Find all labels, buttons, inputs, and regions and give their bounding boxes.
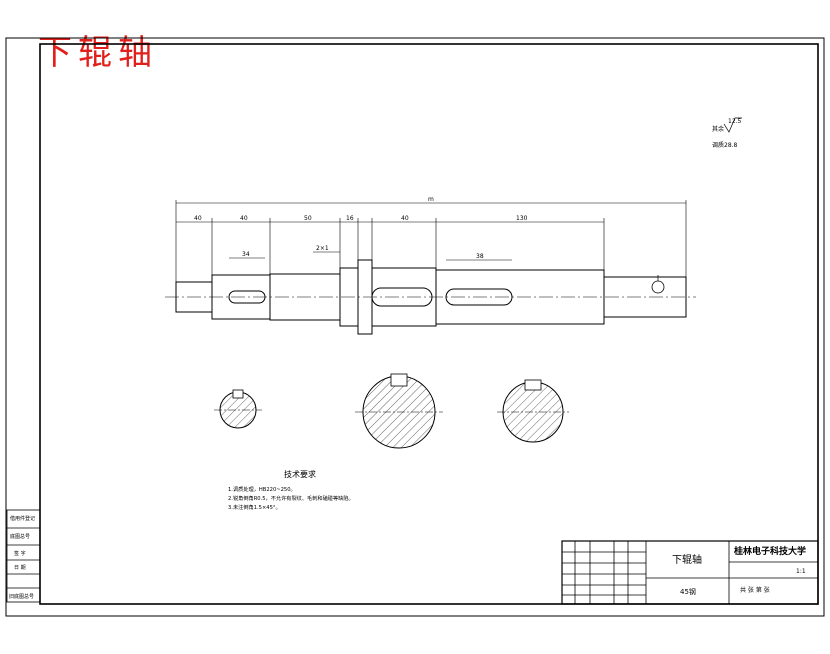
side-block-text: 旧底图总号 xyxy=(9,593,34,600)
tech-req-item: 2.锐角倒角R0.5，不允许有裂纹、毛刺和磕碰等缺陷。 xyxy=(228,494,354,502)
side-block-text: 日 期 xyxy=(14,565,26,571)
side-block-text: 借用件登记 xyxy=(10,515,35,522)
dim-label: 50 xyxy=(304,215,312,222)
section-view-a xyxy=(214,389,262,429)
heat-treatment-note: 调质28.8 xyxy=(712,141,738,149)
side-block-text: 底图总号 xyxy=(10,533,30,540)
section-view-b xyxy=(355,373,443,449)
side-block xyxy=(6,509,41,603)
drawing-title-overlay: 下辊轴 xyxy=(38,33,158,73)
material: 45钢 xyxy=(680,587,696,596)
tech-req-item: 3.未注倒角1.5×45°。 xyxy=(228,503,281,511)
school-name: 桂林电子科技大学 xyxy=(733,545,806,557)
inner-frame xyxy=(39,43,819,605)
roughness-value: 12.5 xyxy=(728,118,742,125)
dim-label: 130 xyxy=(516,215,528,222)
side-block-text: 签 字 xyxy=(14,550,26,557)
dim-label: 16 xyxy=(346,215,354,222)
title-block xyxy=(561,540,819,605)
dim-label: 40 xyxy=(401,215,409,222)
dim-label: 40 xyxy=(240,215,248,222)
dim-label: 38 xyxy=(476,253,484,260)
dim-label: 2×1 xyxy=(316,245,329,252)
section-view-c xyxy=(497,379,569,443)
tech-req-item: 1.调质处理，HB220~250。 xyxy=(228,485,296,493)
dim-label: 34 xyxy=(242,251,250,258)
sheet-count: 共 张 第 张 xyxy=(740,586,770,594)
tech-req-heading: 技术要求 xyxy=(284,469,316,479)
dim-label: 40 xyxy=(194,215,202,222)
technical-requirements: 技术要求 1.调质处理，HB220~250。 2.锐角倒角R0.5，不允许有裂纹… xyxy=(228,469,354,511)
roughness-label: 其余 xyxy=(712,125,724,133)
part-name: 下辊轴 xyxy=(672,553,702,566)
shaft-main-view xyxy=(165,259,696,335)
surface-note: 12.5 其余 调质28.8 xyxy=(712,117,742,149)
outer-frame xyxy=(5,37,825,617)
scale: 1:1 xyxy=(796,568,806,575)
dimension-lines xyxy=(175,200,687,282)
dim-overall: m xyxy=(428,196,434,203)
